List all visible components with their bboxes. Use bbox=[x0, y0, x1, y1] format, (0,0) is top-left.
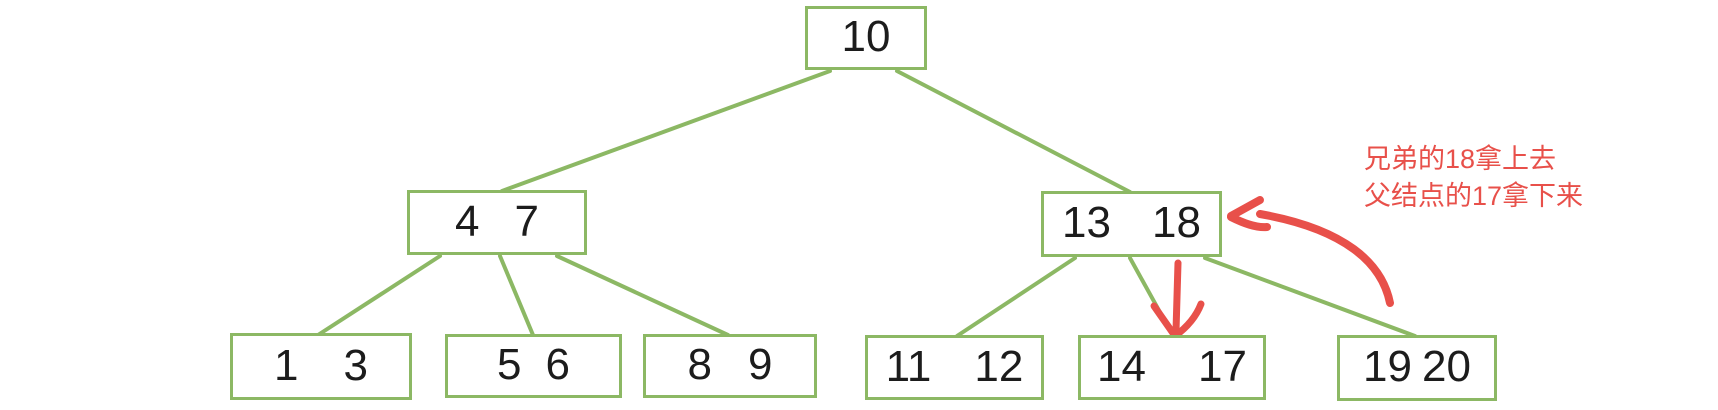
curved-arrow bbox=[1256, 210, 1394, 307]
node-key: 20 bbox=[1422, 342, 1471, 391]
tree-edge-node-10-to-node-13-18 bbox=[895, 69, 1132, 194]
curved-arrow bbox=[1227, 196, 1264, 220]
node-key: 11 bbox=[885, 341, 932, 391]
annotation-text: 兄弟的18拿上去 父结点的17拿下来 bbox=[1364, 141, 1583, 215]
down-arrow bbox=[1150, 302, 1179, 340]
node-key: 1 bbox=[274, 340, 299, 390]
node-key: 7 bbox=[514, 196, 539, 246]
annotation-arrows bbox=[1150, 196, 1394, 340]
tree-node-10: 10 bbox=[805, 6, 927, 70]
node-key: 3 bbox=[343, 340, 368, 390]
tree-node-14-17: 14 17 bbox=[1078, 335, 1266, 400]
annotation-line-2: 父结点的17拿下来 bbox=[1364, 181, 1584, 211]
node-key: 4 bbox=[455, 196, 480, 246]
node-key: 10 bbox=[841, 12, 891, 61]
annotation-line-1: 兄弟的18拿上去 bbox=[1364, 144, 1557, 174]
node-key: 8 bbox=[687, 340, 712, 389]
node-key: 14 bbox=[1097, 341, 1146, 391]
tree-edge-node-4-7-to-node-5-6 bbox=[498, 254, 535, 337]
tree-edge-node-13-18-to-node-11-12 bbox=[955, 256, 1077, 338]
curved-arrow bbox=[1227, 213, 1271, 232]
tree-edge-node-13-18-to-node-19-20 bbox=[1203, 256, 1417, 338]
tree-node-11-12: 11 12 bbox=[865, 335, 1044, 400]
tree-node-13-18: 13 18 bbox=[1041, 191, 1222, 257]
tree-edge-node-10-to-node-4-7 bbox=[500, 69, 832, 193]
node-key: 17 bbox=[1198, 341, 1247, 391]
down-arrow bbox=[1172, 259, 1182, 335]
node-key: 18 bbox=[1152, 198, 1201, 247]
tree-edge-node-4-7-to-node-8-9 bbox=[555, 254, 730, 337]
down-arrow bbox=[1171, 300, 1205, 340]
tree-edge-node-4-7-to-node-1-3 bbox=[316, 254, 442, 337]
node-key: 19 bbox=[1363, 342, 1412, 391]
node-key: 5 bbox=[497, 340, 522, 389]
node-key: 12 bbox=[974, 341, 1024, 391]
node-key: 13 bbox=[1062, 198, 1111, 247]
node-key: 9 bbox=[748, 340, 773, 389]
node-key: 6 bbox=[545, 340, 570, 389]
